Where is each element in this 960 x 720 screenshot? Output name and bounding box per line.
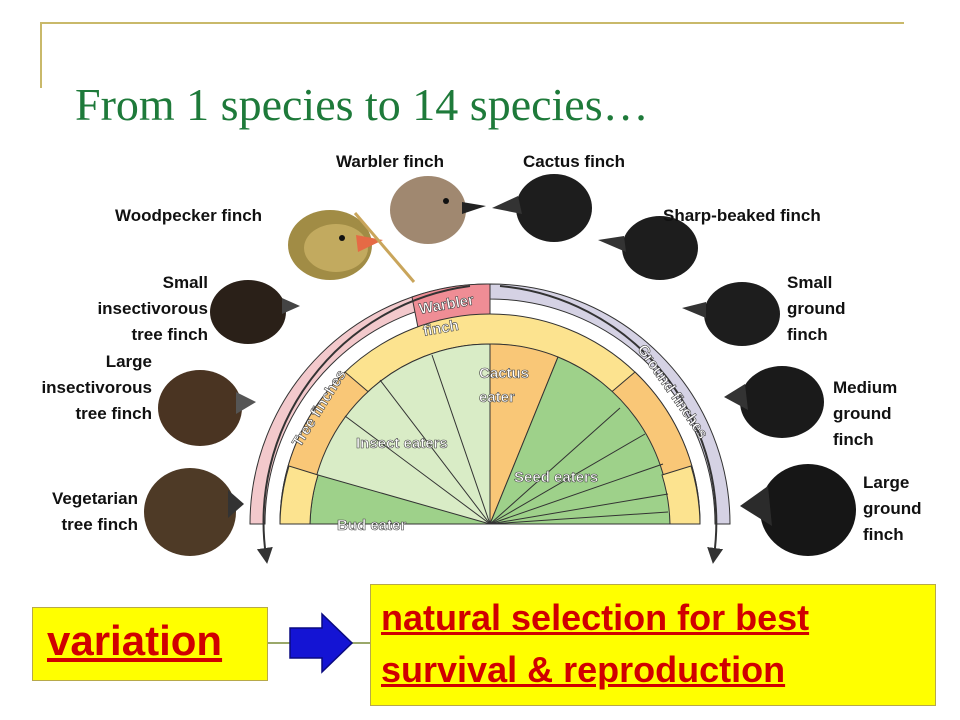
sector-lines [344,354,669,525]
cactus-finch-head [492,174,592,242]
label-line: tree finch [75,404,152,423]
slide-title: From 1 species to 14 species… [75,79,649,130]
label-line: Medium [833,378,898,397]
tree-finch-arrow [256,285,471,564]
large-ground-finch-name: Large ground finch [863,470,922,548]
small-ground-finch-head [682,282,780,346]
warbler-finch-head [390,176,486,244]
cactus-finch-name: Cactus finch [523,152,626,171]
bud-eater-ring [279,465,319,525]
natural-selection-line-1: natural selection for best [381,597,810,638]
label-line: tree finch [131,325,208,344]
large-ground-finch-head [740,464,856,556]
small-insectivorous-finch-head [210,280,300,344]
small-ground-finch-name: Small ground finch [787,270,846,348]
label-line: insectivorous [97,299,208,318]
label-line: Small [787,273,833,292]
ground-ring-end [661,465,701,525]
warbler-finch-name: Warbler finch [336,152,444,171]
label-line: Large [863,473,910,492]
insect-eaters-label: Insect eaters [356,435,448,452]
label-line: finch [787,325,828,344]
label-line: finch [863,525,904,544]
sharp-beaked-finch-name: Sharp-beaked finch [663,206,821,225]
woodpecker-finch-name: Woodpecker finch [115,206,263,225]
decorative-top-rule [40,22,904,24]
bud-eater-label: Bud eater [337,517,406,534]
seed-eaters-label: Seed eaters [514,469,598,486]
decorative-left-rule [40,22,42,88]
woodpecker-finch-head [288,210,416,283]
ground-finch-band [489,283,731,525]
flow-arrow-icon [289,612,354,674]
label-line: insectivorous [41,378,152,397]
small-insectivorous-finch-name: Small insectivorous tree finch [40,270,208,348]
medium-ground-finch-head [724,366,824,438]
warbler-finch-label-2: finch [422,317,460,340]
ground-finch-arrow [499,285,724,564]
cactus-eater-label-1: Cactus [479,365,529,382]
vegetarian-finch-name: Vegetarian tree finch [0,486,138,538]
large-insectivorous-finch-name: Large insectivorous tree finch [0,349,152,427]
natural-selection-line-2: survival & reproduction [381,649,786,690]
variation-box: variation [32,607,268,681]
variation-text: variation [47,617,223,664]
label-line: ground [863,499,922,518]
medium-ground-finch-name: Medium ground finch [833,375,897,453]
label-line: ground [833,404,892,423]
label-line: Small [162,273,208,292]
label-line: ground [787,299,846,318]
label-line: Vegetarian [52,489,138,508]
cactus-eater-label-2: eater [479,389,515,406]
sharp-beaked-finch-head [598,216,698,280]
label-line: Large [105,352,152,371]
label-line: finch [833,430,874,449]
large-insectivorous-finch-head [158,370,256,446]
natural-selection-box: natural selection for best survival & re… [370,584,936,706]
vegetarian-finch-head [144,468,244,556]
label-line: tree finch [61,515,138,534]
